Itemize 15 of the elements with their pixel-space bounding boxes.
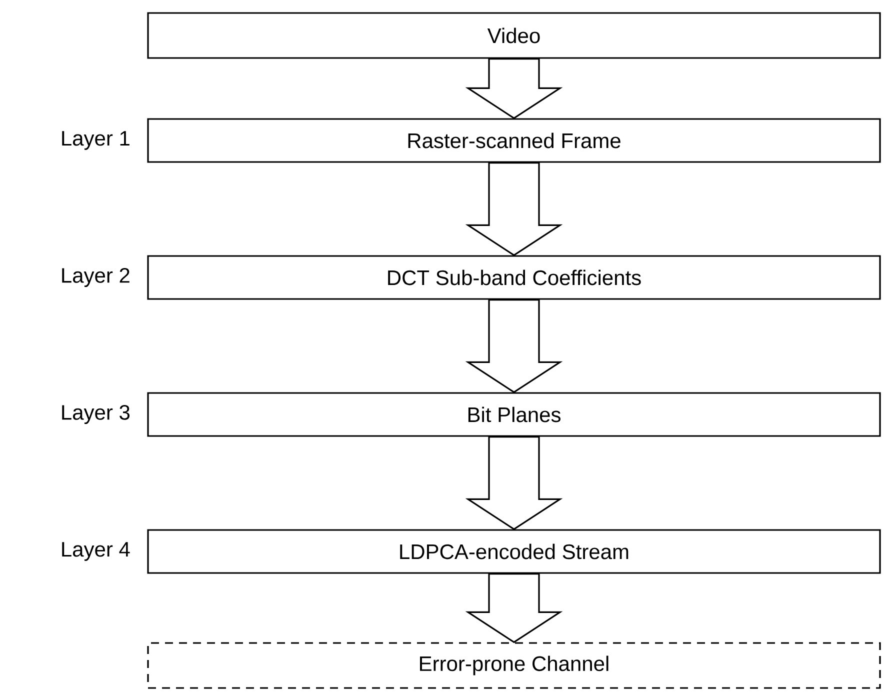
channel-box: Error-prone Channel <box>147 642 881 689</box>
block-arrow <box>465 573 563 644</box>
block-arrow <box>465 58 563 120</box>
block-arrow <box>465 299 563 394</box>
block-arrow <box>465 162 563 256</box>
process-box: Video <box>147 12 881 59</box>
layer-label: Layer 4 <box>62 542 130 561</box>
process-box: Raster-scanned Frame <box>147 118 881 163</box>
block-arrow <box>465 436 563 530</box>
layer-label: Layer 3 <box>62 404 130 424</box>
process-box: LDPCA-encoded Stream <box>147 529 881 574</box>
layer-label: Layer 1 <box>62 131 130 150</box>
process-box: Bit Planes <box>147 392 881 437</box>
layer-label: Layer 2 <box>62 268 130 287</box>
process-box: DCT Sub-band Coefficients <box>147 255 881 300</box>
